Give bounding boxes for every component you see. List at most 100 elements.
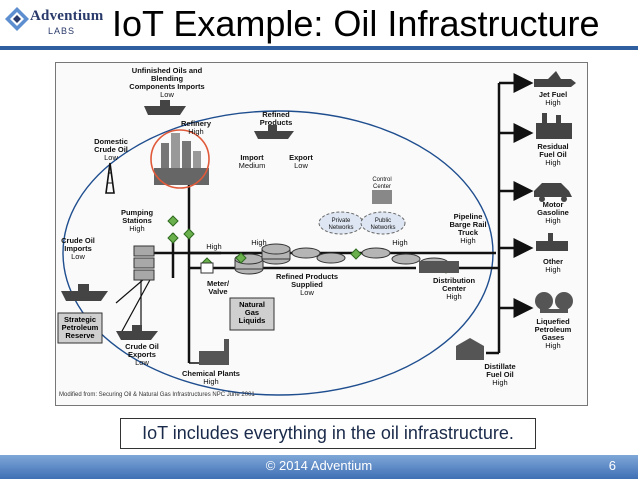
label-pumping-stations-1: Pumping bbox=[121, 208, 153, 217]
label-chemical-plants-level: High bbox=[203, 377, 218, 386]
label-chemical-plants: Chemical Plants bbox=[182, 369, 240, 378]
natural-gas-liquids-box: Natural Gas Liquids bbox=[229, 297, 275, 331]
label-motor-gasoline-1: Motor bbox=[543, 200, 564, 209]
label-import: Import bbox=[240, 153, 264, 162]
label-high-1: High bbox=[206, 242, 221, 251]
source-note: Modified from: Securing Oil & Natural Ga… bbox=[59, 392, 255, 398]
label-distribution-center-1: Distribution bbox=[433, 276, 475, 285]
label-distillate-level: High bbox=[492, 378, 507, 387]
label-spr-2: Petroleum bbox=[62, 323, 99, 332]
label-distillate-2: Fuel Oil bbox=[486, 370, 514, 379]
ship-icon-crude-imports bbox=[61, 284, 108, 301]
footer-bar: © 2014 Adventium 6 bbox=[0, 455, 638, 479]
label-refined-supplied-level: Low bbox=[300, 288, 314, 297]
label-spr-1: Strategic bbox=[64, 315, 96, 324]
label-distribution-center-2: Center bbox=[442, 284, 466, 293]
label-pipeline-3: Truck bbox=[458, 228, 479, 237]
label-import-level: Medium bbox=[239, 161, 266, 170]
lpg-icon bbox=[535, 292, 573, 313]
diagram-canvas: Unfinished Oils and Blending Components … bbox=[57, 66, 576, 398]
label-ngl-2: Gas bbox=[245, 308, 259, 317]
logo-name: Adventium bbox=[30, 8, 104, 24]
label-motor-gasoline-2: Gasoline bbox=[537, 208, 569, 217]
refinery-highlight bbox=[150, 129, 210, 189]
label-refined-products-2: Products bbox=[260, 118, 293, 127]
label-lpg-1: Liquefied bbox=[536, 317, 570, 326]
label-distribution-center-level: High bbox=[446, 292, 461, 301]
label-jet-fuel: Jet Fuel bbox=[539, 90, 567, 99]
ship-icon-crude-exports bbox=[116, 325, 158, 340]
label-ngl-1: Natural bbox=[239, 300, 265, 309]
label-refined-supplied-2: Supplied bbox=[291, 280, 323, 289]
label-crude-exports-level: Low bbox=[135, 358, 149, 367]
logo-mark-icon bbox=[5, 7, 29, 31]
refined-storage-tanks bbox=[234, 243, 449, 275]
meter-valve-icon bbox=[200, 257, 214, 274]
label-pumping-stations-level: High bbox=[129, 224, 144, 233]
label-other-level: High bbox=[545, 265, 560, 274]
network-clouds bbox=[318, 190, 406, 235]
label-private-networks-1: Private bbox=[332, 218, 351, 224]
label-pipeline-1: Pipeline bbox=[454, 212, 483, 221]
ship-icon-refined bbox=[254, 125, 294, 139]
label-motor-gasoline-level: High bbox=[545, 216, 560, 225]
label-refinery: Refinery bbox=[181, 119, 212, 128]
adventium-logo: Adventium LABS bbox=[4, 2, 104, 42]
label-export-level: Low bbox=[294, 161, 308, 170]
label-unfinished-oils-1: Unfinished Oils and bbox=[132, 66, 203, 75]
pipelines bbox=[115, 73, 534, 364]
label-public-networks-1: Public bbox=[375, 218, 391, 224]
label-other: Other bbox=[543, 257, 563, 266]
label-unfinished-oils-2: Blending bbox=[151, 74, 183, 83]
distillate-fuel-icon bbox=[456, 338, 484, 360]
footer-copyright: © 2014 Adventium bbox=[265, 458, 373, 473]
distribution-center-icon bbox=[419, 261, 459, 273]
title-rule bbox=[0, 46, 638, 50]
label-refinery-level: High bbox=[188, 127, 203, 136]
slide-title: IoT Example: Oil Infrastructure bbox=[112, 3, 600, 44]
label-distillate-1: Distillate bbox=[484, 362, 515, 371]
label-crude-exports-2: Exports bbox=[128, 350, 156, 359]
refinery-icon bbox=[150, 129, 210, 189]
label-domestic-crude-1: Domestic bbox=[94, 137, 128, 146]
oil-infrastructure-diagram: Unfinished Oils and Blending Components … bbox=[55, 62, 588, 406]
label-crude-imports-level: Low bbox=[71, 252, 85, 261]
label-domestic-crude-2: Crude Oil bbox=[94, 145, 128, 154]
label-refined-products-1: Refined bbox=[262, 110, 290, 119]
jet-fuel-icon bbox=[534, 71, 576, 87]
label-pumping-stations-2: Stations bbox=[122, 216, 152, 225]
label-high-2: High bbox=[251, 238, 266, 247]
label-crude-imports-1: Crude Oil bbox=[61, 236, 95, 245]
label-unfinished-oils-3: Components Imports bbox=[129, 82, 204, 91]
ship-icon-unfinished bbox=[144, 100, 186, 115]
other-products-icon bbox=[536, 233, 568, 251]
label-jet-fuel-level: High bbox=[545, 98, 560, 107]
label-public-networks-2: Networks bbox=[370, 225, 395, 231]
label-lpg-2: Petroleum bbox=[535, 325, 572, 334]
derrick-icon bbox=[105, 162, 115, 194]
label-crude-imports-2: Imports bbox=[64, 244, 92, 253]
label-meter-valve-2: Valve bbox=[208, 287, 227, 296]
label-residual-fuel-level: High bbox=[545, 158, 560, 167]
label-private-networks-2: Networks bbox=[328, 225, 353, 231]
label-high-3: High bbox=[392, 238, 407, 247]
label-residual-fuel-1: Residual bbox=[537, 142, 568, 151]
page-number: 6 bbox=[608, 458, 616, 473]
label-crude-exports-1: Crude Oil bbox=[125, 342, 159, 351]
logo-subtitle: LABS bbox=[48, 26, 76, 36]
caption-box: IoT includes everything in the oil infra… bbox=[120, 418, 536, 449]
label-domestic-crude-level: Low bbox=[104, 153, 118, 162]
label-export: Export bbox=[289, 153, 313, 162]
label-ngl-3: Liquids bbox=[239, 316, 266, 325]
diagram-labels: Unfinished Oils and Blending Components … bbox=[61, 66, 572, 387]
motor-gasoline-icon bbox=[534, 183, 572, 202]
residual-fuel-icon bbox=[536, 113, 572, 139]
strategic-reserve-box: Strategic Petroleum Reserve bbox=[57, 312, 103, 344]
label-meter-valve-1: Meter/ bbox=[207, 279, 230, 288]
label-unfinished-oils-level: Low bbox=[160, 90, 174, 99]
label-pipeline-2: Barge Rail bbox=[449, 220, 486, 229]
chemical-plant-icon bbox=[199, 339, 229, 365]
label-control-center-1: Control bbox=[372, 177, 391, 183]
label-spr-3: Reserve bbox=[65, 331, 94, 340]
